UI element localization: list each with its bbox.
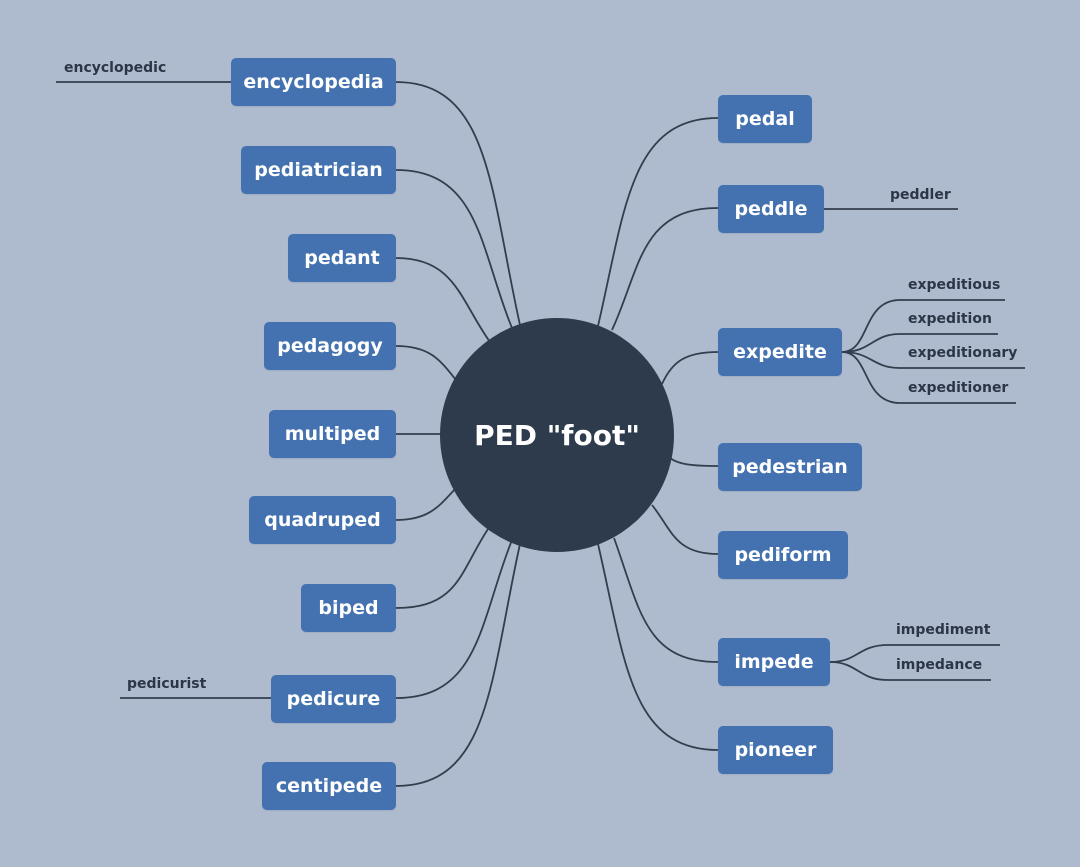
leaf-expeditious: expeditious: [908, 277, 1001, 293]
node-impede: impede: [718, 638, 830, 686]
leaf-impedance: impedance: [896, 657, 983, 673]
link-centipede: [395, 543, 521, 787]
link-expedite: [661, 351, 719, 385]
node-pedant: pedant: [288, 234, 396, 282]
leaf-pedicurist: pedicurist: [127, 676, 207, 692]
link-pediform: [651, 504, 719, 555]
node-pedagogy: pedagogy: [264, 322, 396, 370]
node-multiped: multiped: [269, 410, 396, 458]
node-pedal: pedal: [718, 95, 812, 143]
link-pioneer: [597, 543, 719, 751]
leaf-expedition: expedition: [908, 311, 992, 327]
node-encyclopedia: encyclopedia: [231, 58, 396, 106]
link-pedicure: [395, 539, 513, 699]
leaf-impediment: impediment: [896, 622, 991, 638]
link-biped: [395, 525, 491, 609]
node-pedestrian: pedestrian: [718, 443, 862, 491]
leaf-expeditioner: expeditioner: [908, 380, 1009, 396]
link-quadruped: [395, 487, 457, 521]
link-pedagogy: [395, 345, 457, 381]
leaf-peddler: peddler: [890, 187, 951, 203]
leaf-encyclopedic: encyclopedic: [64, 60, 167, 76]
node-peddle: peddle: [718, 185, 824, 233]
node-pioneer: pioneer: [718, 726, 833, 774]
link-pediatrician: [395, 169, 513, 329]
link-impediment: [829, 644, 1000, 663]
link-peddle: [611, 207, 719, 331]
node-expedite: expedite: [718, 328, 842, 376]
node-pediatrician: pediatrician: [241, 146, 396, 194]
link-impedance: [829, 661, 991, 681]
link-expeditioner: [841, 351, 1016, 404]
node-pedicure: pedicure: [271, 675, 396, 723]
link-expeditious: [841, 299, 1005, 353]
node-centipede: centipede: [262, 762, 396, 810]
link-expedition: [841, 333, 998, 353]
node-quadruped: quadruped: [249, 496, 396, 544]
center-node: PED "foot": [440, 318, 674, 552]
link-pedal: [597, 117, 719, 327]
link-pedestrian: [669, 457, 719, 467]
link-impede: [613, 537, 719, 663]
link-pedant: [395, 257, 491, 343]
link-expeditionary: [841, 351, 1025, 369]
leaf-expeditionary: expeditionary: [908, 345, 1018, 361]
link-encyclopedia: [395, 81, 521, 326]
node-pediform: pediform: [718, 531, 848, 579]
node-biped: biped: [301, 584, 396, 632]
